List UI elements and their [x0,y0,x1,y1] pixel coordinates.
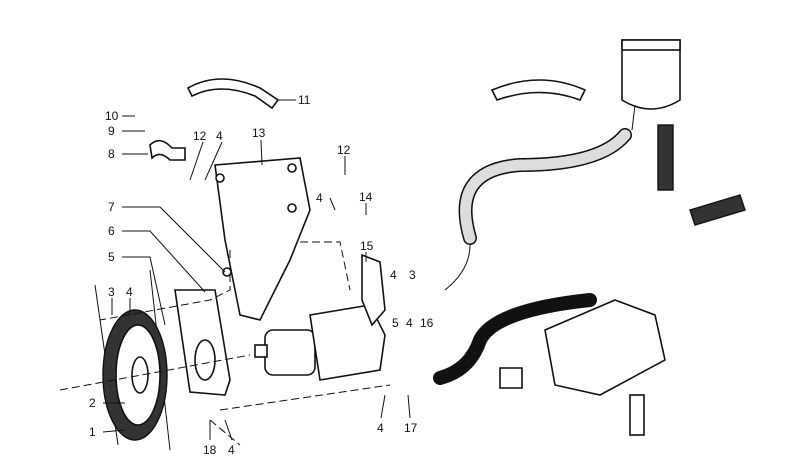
callout: 5 [108,250,115,264]
callout: 10 [105,109,119,123]
callout: 15 [360,239,374,253]
callout: 6 [108,224,115,238]
callout: 11 [298,93,311,107]
callout: 4 [228,443,235,457]
callout: 13 [252,126,266,140]
steering-gear [544,299,666,436]
hose-clip [499,367,523,389]
support-bracket [214,157,311,321]
adjusting-bracket [361,253,386,327]
callout: 18 [203,443,217,457]
callout: 12 [193,129,207,143]
callout: 7 [108,200,115,214]
pulley [102,309,168,441]
callout: 3 [108,285,115,299]
callout: 9 [108,124,115,138]
callout-labels: 10 9 8 12 4 13 11 12 4 14 7 6 5 15 4 3 3… [89,93,434,457]
callout: 8 [108,147,115,161]
callout: 2 [89,396,96,410]
callout: 1 [89,425,96,439]
hose-strap [186,78,280,110]
callout: 14 [359,190,373,204]
callout: 4 [390,268,397,282]
callout: 4 [126,285,133,299]
clamp [149,139,186,161]
callout: 17 [404,421,418,435]
callout: 5 [392,316,399,330]
mounting-plate [174,289,231,396]
callout: 12 [337,143,351,157]
callout: 4 [316,191,323,205]
return-hose [458,128,632,245]
pressure-hose [433,244,597,385]
leader-lines [102,99,411,441]
reservoir-bracket [490,79,587,102]
hose-coupling [689,194,746,226]
callout: 16 [420,316,434,330]
callout: 3 [409,268,416,282]
steering-pump [254,304,386,381]
callout: 4 [216,129,223,143]
callout: 4 [377,421,384,435]
callout: 4 [406,316,413,330]
reservoir [621,39,681,191]
